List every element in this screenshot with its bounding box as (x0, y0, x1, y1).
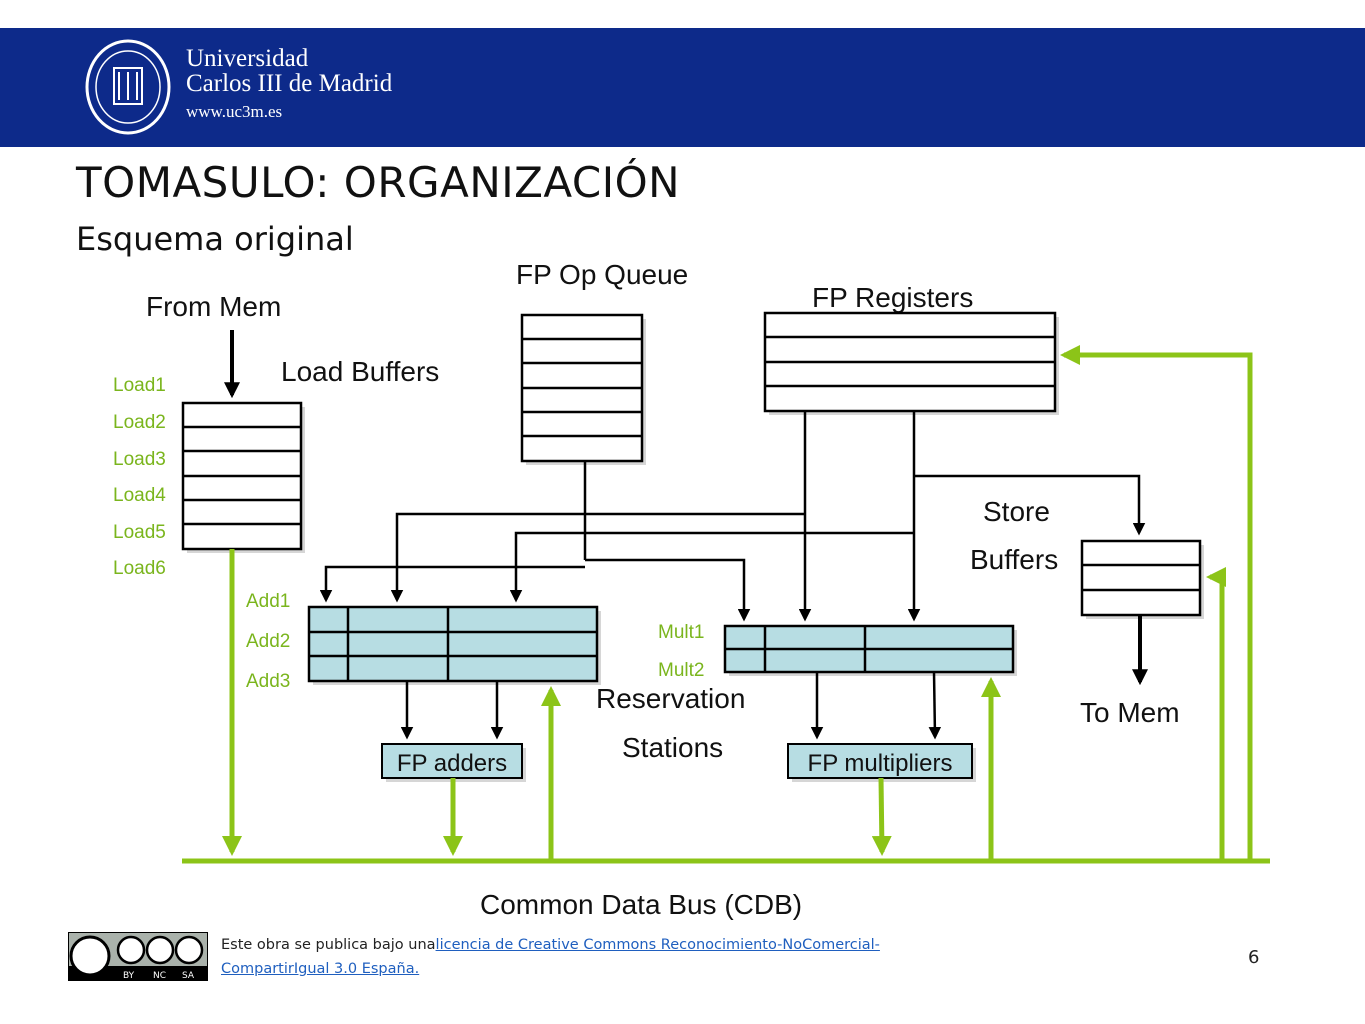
university-name-line2: Carlos III de Madrid (186, 70, 393, 97)
svg-text:BY: BY (123, 971, 135, 981)
cc-by-nc-sa-icon: BY NC SA (68, 932, 208, 981)
store-buffers-box (1080, 539, 1204, 619)
license-notice: Este obra se publica bajo unalicencia de… (221, 933, 921, 981)
load-entry-label: Load2 (113, 412, 166, 433)
svg-text:NC: NC (153, 971, 166, 981)
license-prefix: Este obra se publica bajo una (221, 937, 436, 953)
operand-connections (224, 330, 1148, 740)
university-seal-icon (85, 39, 171, 135)
reservation-label: Reservation (596, 683, 745, 714)
add-entry-label: Add3 (246, 671, 290, 692)
slide-title: TOMASULO: ORGANIZACIÓN (76, 158, 681, 207)
load-entry-label: Load1 (113, 375, 166, 396)
add-reservation-stations (307, 605, 601, 685)
page-number: 6 (1248, 947, 1260, 968)
slide-subtitle: Esquema original (76, 220, 354, 258)
fp-registers-label: FP Registers (812, 282, 973, 313)
load-buffers-box (181, 401, 305, 553)
add-entry-label: Add1 (246, 591, 290, 612)
university-logo-text: Universidad Carlos III de Madrid www.uc3… (186, 46, 392, 124)
fp-registers-box (763, 311, 1059, 415)
fp-multipliers-unit: FP multipliers (787, 743, 976, 782)
university-website: www.uc3m.es (186, 102, 283, 121)
load-buffers-label: Load Buffers (281, 356, 439, 387)
to-mem-label: To Mem (1080, 697, 1180, 728)
load-entry-label: Load4 (113, 485, 166, 506)
mult-entry-label: Mult2 (658, 660, 704, 681)
load-entry-label: Load5 (113, 522, 166, 543)
fp-op-queue-label: FP Op Queue (516, 259, 688, 290)
mult-entry-label: Mult1 (658, 622, 704, 643)
store-label: Store (983, 496, 1050, 527)
load-entry-label: Load3 (113, 449, 166, 470)
from-mem-label: From Mem (146, 291, 281, 322)
fp-adders-label: FP adders (397, 750, 507, 777)
buffers-label: Buffers (970, 544, 1058, 575)
mult-reservation-stations (723, 624, 1017, 676)
svg-text:SA: SA (182, 971, 195, 981)
header-band: Universidad Carlos III de Madrid www.uc3… (0, 28, 1365, 147)
license-link[interactable]: licencia de Creative Commons Reconocimie… (221, 937, 880, 977)
stations-label: Stations (622, 732, 723, 763)
fp-op-queue-box (520, 313, 646, 465)
university-name-line1: Universidad (186, 45, 309, 72)
fp-multipliers-label: FP multipliers (808, 750, 953, 777)
cdb-label: Common Data Bus (CDB) (480, 889, 802, 920)
load-entry-label: Load6 (113, 558, 166, 579)
common-data-bus (182, 345, 1270, 864)
fp-adders-unit: FP adders (381, 743, 526, 782)
add-entry-label: Add2 (246, 631, 290, 652)
